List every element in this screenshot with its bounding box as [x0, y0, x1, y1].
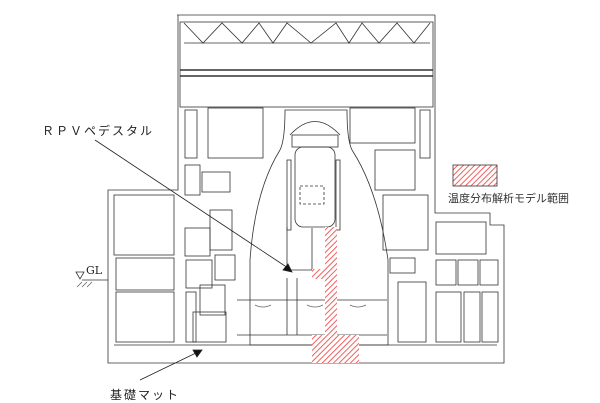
- arrowhead-icon: [282, 263, 293, 273]
- ground-level-label: GL: [86, 264, 103, 277]
- legend-swatch: [452, 164, 498, 187]
- temperature-analysis-region: [312, 227, 359, 363]
- legend-label: 温度分布解析モデル範囲: [448, 192, 569, 205]
- arrowhead-icon: [192, 349, 203, 358]
- foundation-mat-label: 基礎マット: [110, 388, 181, 402]
- rpv-pedestal-label: ＲＰＶペデスタル: [42, 124, 155, 138]
- pedestal-leader-line: [94, 139, 289, 269]
- building-outline: [75, 14, 505, 364]
- mat-leader-line: [139, 351, 199, 381]
- leader-arrows: [94, 139, 293, 381]
